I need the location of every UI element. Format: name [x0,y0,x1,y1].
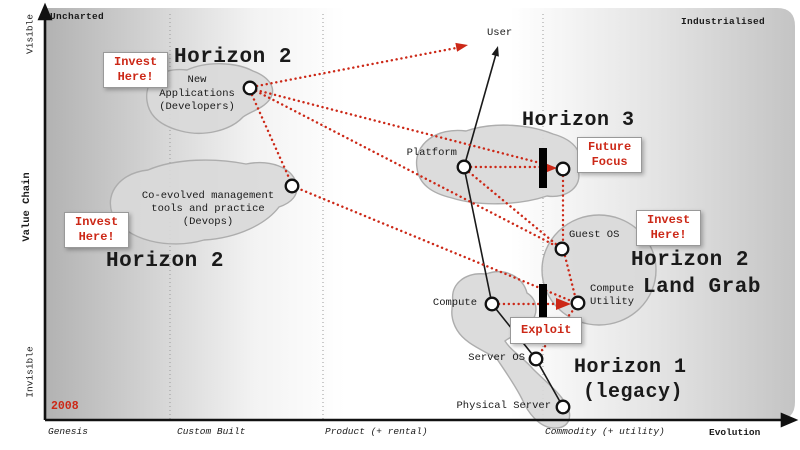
bar-future-focus [539,148,547,188]
label-platform: Platform [406,147,457,159]
xaxis-title: Evolution [709,427,761,438]
label-uncharted: Uncharted [50,11,105,22]
annotation-invest-here-left: Invest Here! [64,212,130,248]
title-horizon2-top: Horizon 2 [174,46,292,69]
red-arrowhead-user [455,42,468,52]
red-arrowhead-futurefocus [546,163,557,173]
move-platform-guestos [467,170,559,247]
red-arrowhead-computeutility [556,298,571,310]
label-server-os: Server OS [468,352,525,364]
move-newapps-devops [250,93,292,182]
label-industrialised: Industrialised [681,16,766,27]
label-user: User [487,27,513,39]
node-guest-os [554,241,570,257]
annotation-invest-here-right: Invest Here! [636,210,702,246]
user-arrowhead [491,46,499,57]
move-devops-computeutility [295,186,571,302]
node-compute [484,296,500,312]
blob-land-grab [541,214,657,326]
label-compute-utility: Compute Utility [590,283,635,308]
blob-new-applications [146,63,274,134]
node-platform [456,159,472,175]
bar-exploit [539,284,547,318]
evolution-axis-arrow [780,412,799,428]
annotation-exploit: Exploit [510,317,583,344]
title-horizon3: Horizon 3 [522,109,635,132]
year-label: 2008 [51,400,79,413]
yaxis-invisible: Invisible [24,346,36,398]
node-devops [284,178,300,194]
xaxis-product: Product (+ rental) [325,426,428,437]
annotation-invest-here-top: Invest Here! [103,52,169,88]
label-physical-server: Physical Server [456,400,551,412]
move-newapps-futurefocus [254,88,550,167]
title-horizon1: Horizon 1 [574,356,687,379]
title-land-grab: Land Grab [643,276,761,299]
yaxis-visible: Visible [24,14,36,54]
label-compute: Compute [432,297,477,309]
title-legacy: (legacy) [583,381,684,404]
label-devops: Co-evolved management tools and practice… [141,190,275,228]
move-guestos-computeutility [563,254,577,298]
move-newapps-user [255,46,458,88]
xaxis-commodity: Commodity (+ utility) [545,426,665,437]
title-horizon2-left: Horizon 2 [106,250,224,273]
annotation-future-focus: Future Focus [577,137,643,173]
title-horizon2-right: Horizon 2 [631,249,749,272]
node-physical-server [555,399,571,415]
label-guest-os: Guest OS [569,229,620,241]
xaxis-genesis: Genesis [48,426,88,437]
yaxis-title: Value Chain [21,172,33,242]
node-server-os [528,351,544,367]
link-platform-user [463,53,497,168]
label-new-applications: New Applications (Developers) [159,74,235,113]
value-chain-axis-arrow [37,2,53,21]
node-new-applications [242,80,258,96]
xaxis-custom-built: Custom Built [177,426,246,437]
node-compute-utility [570,295,586,311]
node-future-focus [555,161,571,177]
